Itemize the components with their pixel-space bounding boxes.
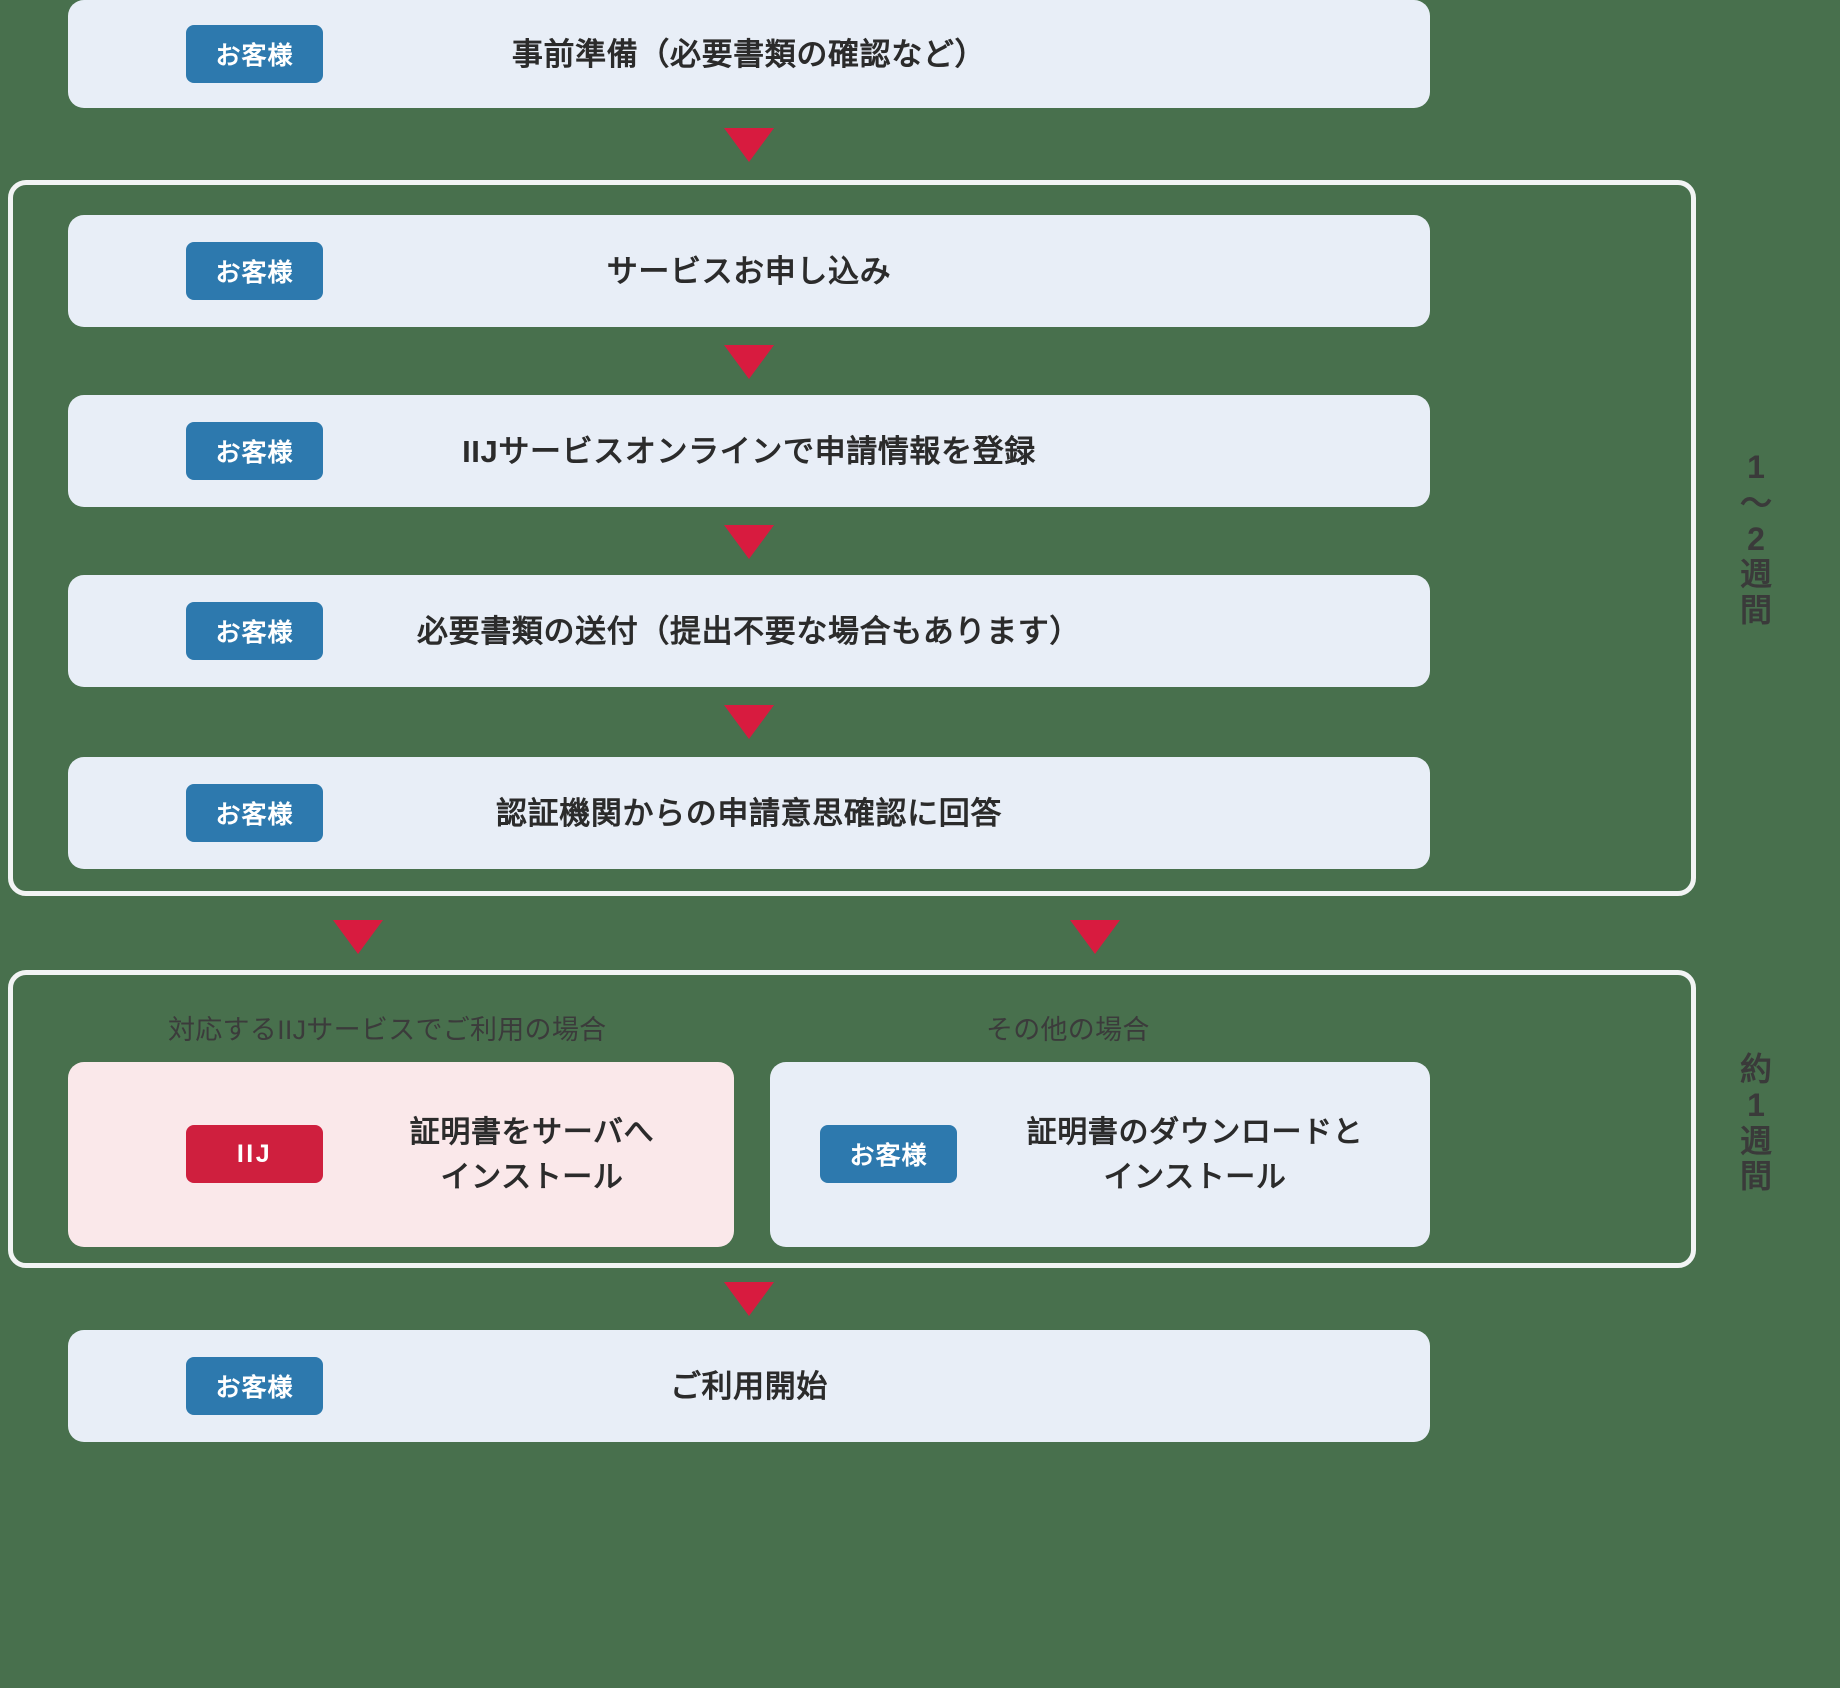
step-label-install-iij: 証明書をサーバへ インストール: [330, 1110, 734, 1200]
duration-char: 間: [1739, 592, 1772, 629]
role-badge-customer: お客様: [186, 784, 323, 842]
role-badge-customer: お客様: [186, 1357, 323, 1415]
step-card-install-iij: IIJ 証明書をサーバへ インストール: [68, 1062, 734, 1247]
step-card-documents: お客様 必要書類の送付（提出不要な場合もあります）: [68, 575, 1430, 687]
down-arrow-icon: [724, 128, 774, 162]
duration-label-group1: 1 〜 2 週 間: [1735, 449, 1777, 629]
step-label-line2: インストール: [440, 1161, 624, 1194]
step-label-confirm: 認証機関からの申請意思確認に回答: [496, 796, 1002, 831]
role-badge-customer: お客様: [820, 1125, 957, 1183]
duration-char: 1: [1747, 1086, 1765, 1123]
down-arrow-icon-branch-right: [1070, 920, 1120, 954]
duration-char: 間: [1739, 1158, 1772, 1195]
step-card-install-customer: お客様 証明書のダウンロードと インストール: [770, 1062, 1430, 1247]
branch-caption-right: その他の場合: [986, 1015, 1150, 1045]
step-card-confirm: お客様 認証機関からの申請意思確認に回答: [68, 757, 1430, 869]
step-label-apply: サービスお申し込み: [606, 254, 892, 289]
step-label-line1: 証明書のダウンロードと: [1026, 1116, 1364, 1149]
branch-caption-left: 対応するIIJサービスでご利用の場合: [168, 1015, 607, 1045]
step-label-start: ご利用開始: [669, 1369, 829, 1404]
duration-label-group2: 約 1 週 間: [1735, 1051, 1777, 1195]
group-box-application: [8, 180, 1696, 896]
group-box-install: [8, 970, 1696, 1268]
step-card-apply: お客様 サービスお申し込み: [68, 215, 1430, 327]
step-label-line1: 証明書をサーバへ: [409, 1116, 655, 1149]
role-badge-iij: IIJ: [186, 1125, 323, 1183]
down-arrow-icon: [724, 1282, 774, 1316]
duration-char: 約: [1739, 1051, 1772, 1087]
step-card-prep: お客様 事前準備（必要書類の確認など）: [68, 0, 1430, 108]
step-label-prep: 事前準備（必要書類の確認など）: [511, 37, 987, 72]
duration-char: 週: [1739, 556, 1772, 593]
down-arrow-icon-branch-left: [333, 920, 383, 954]
step-label-line2: インストール: [1103, 1161, 1287, 1194]
duration-char: 〜: [1739, 484, 1772, 521]
duration-char: 2: [1747, 520, 1765, 557]
step-label-install-customer: 証明書のダウンロードと インストール: [960, 1110, 1430, 1200]
duration-char: 1: [1747, 449, 1765, 485]
role-badge-customer: お客様: [186, 25, 323, 83]
step-card-start: お客様 ご利用開始: [68, 1330, 1430, 1442]
role-badge-customer: お客様: [186, 602, 323, 660]
down-arrow-icon: [724, 705, 774, 739]
duration-char: 週: [1739, 1122, 1772, 1159]
down-arrow-icon: [724, 525, 774, 559]
step-label-documents: 必要書類の送付（提出不要な場合もあります）: [416, 614, 1082, 649]
step-card-register: お客様 IIJサービスオンラインで申請情報を登録: [68, 395, 1430, 507]
role-badge-customer: お客様: [186, 242, 323, 300]
role-badge-customer: お客様: [186, 422, 323, 480]
down-arrow-icon: [724, 345, 774, 379]
step-label-register: IIJサービスオンラインで申請情報を登録: [462, 434, 1036, 469]
